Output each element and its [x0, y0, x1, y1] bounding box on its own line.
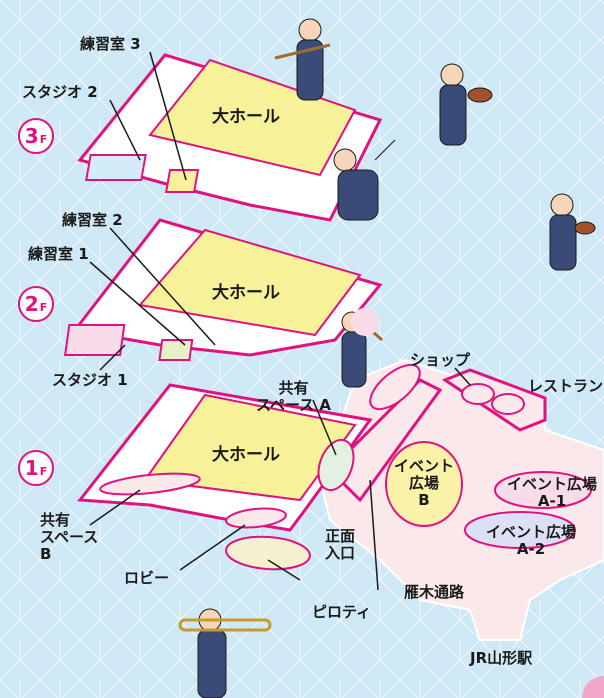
floor-number: 3: [24, 124, 39, 148]
jr-yamagata-station-label: JR山形駅: [470, 649, 533, 667]
floor-2-plan: [63, 218, 383, 361]
floor-suffix: F: [39, 464, 48, 478]
floor-suffix: F: [39, 300, 48, 314]
event-plaza-b-label: イベント 広場 B: [394, 457, 455, 509]
shared-space-b-label: 共有 スペース B: [40, 511, 99, 563]
floor-number: 2: [24, 292, 39, 316]
floor-1-hall-label: 大ホール: [212, 445, 280, 465]
floor-3-hall-label: 大ホール: [212, 107, 280, 127]
floor-suffix: F: [39, 132, 48, 146]
floor-1-plan: [77, 383, 373, 532]
practice-room-2-label: 練習室 2: [62, 211, 123, 229]
shop-label: ショップ: [410, 351, 471, 369]
event-plaza-a2-label: イベント広場 A-2: [486, 523, 577, 558]
studio-2-label: スタジオ 2: [22, 83, 98, 101]
main-entrance-label: 正面 入口: [325, 527, 356, 562]
studio-1-label: スタジオ 1: [52, 371, 128, 389]
conductor-icon: [333, 139, 396, 221]
violinist-icon: [439, 63, 493, 146]
musician-illustrations: [178, 18, 604, 698]
flute-player-icon: [274, 18, 331, 101]
event-plaza-a1-label: イベント広場 A-1: [506, 476, 597, 510]
trombone-player-icon: [178, 608, 272, 698]
gangi-passage-label: 雁木通路: [404, 583, 465, 601]
practice-room-3-label: 練習室 3: [80, 35, 141, 53]
piloti-label: ピロティ: [312, 603, 372, 621]
practice-room-1-label: 練習室 1: [28, 245, 89, 263]
violinist-2-icon: [549, 193, 596, 271]
lobby-label: ロビー: [124, 569, 170, 587]
leader-lines: [89, 51, 471, 591]
floor-3-plan: [77, 53, 383, 222]
zone-markers: [99, 363, 592, 571]
floor-number: 1: [24, 456, 39, 480]
floor-2-hall-label: 大ホール: [212, 283, 280, 303]
shared-space-a-label: 共有 スペース A: [256, 379, 332, 414]
restaurant-label: レストラン: [528, 378, 604, 395]
